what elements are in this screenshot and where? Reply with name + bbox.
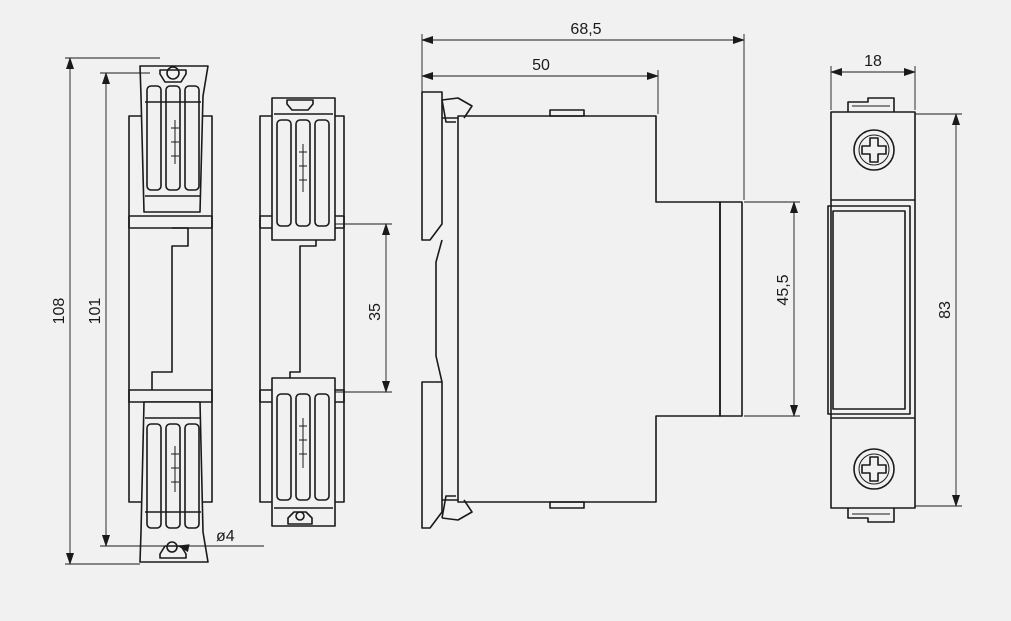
view-side-left [128, 65, 213, 563]
dimension-label-50: 50 [532, 57, 550, 74]
dimension-label-diameter: ø4 [216, 528, 235, 545]
dimension-label-68-5: 68,5 [570, 21, 601, 38]
dimension-label-45-5: 45,5 [775, 274, 792, 305]
dimension-label-83: 83 [937, 301, 954, 319]
screw-bottom-icon [853, 448, 895, 490]
view-profile [421, 91, 743, 529]
view-front [827, 97, 916, 523]
dimension-clip-height: 101 [87, 72, 150, 547]
dimension-label-18: 18 [864, 53, 882, 70]
dimension-terminal-pitch: 35 [335, 223, 392, 393]
view-side-right [259, 97, 345, 527]
dimension-hole-diameter: ø4 [150, 528, 264, 553]
dimension-label-108: 108 [51, 298, 68, 325]
screw-top-icon [853, 129, 895, 171]
dimension-module-width: 18 [830, 53, 916, 110]
dimension-overall-height: 108 [51, 57, 160, 565]
dimension-label-35: 35 [367, 303, 384, 321]
dimension-front-body-height: 83 [915, 113, 962, 507]
dimension-body-depth: 50 [421, 57, 659, 114]
dimension-label-101: 101 [87, 298, 104, 325]
dimension-front-height: 45,5 [744, 201, 800, 417]
dimension-total-depth: 68,5 [421, 21, 745, 200]
